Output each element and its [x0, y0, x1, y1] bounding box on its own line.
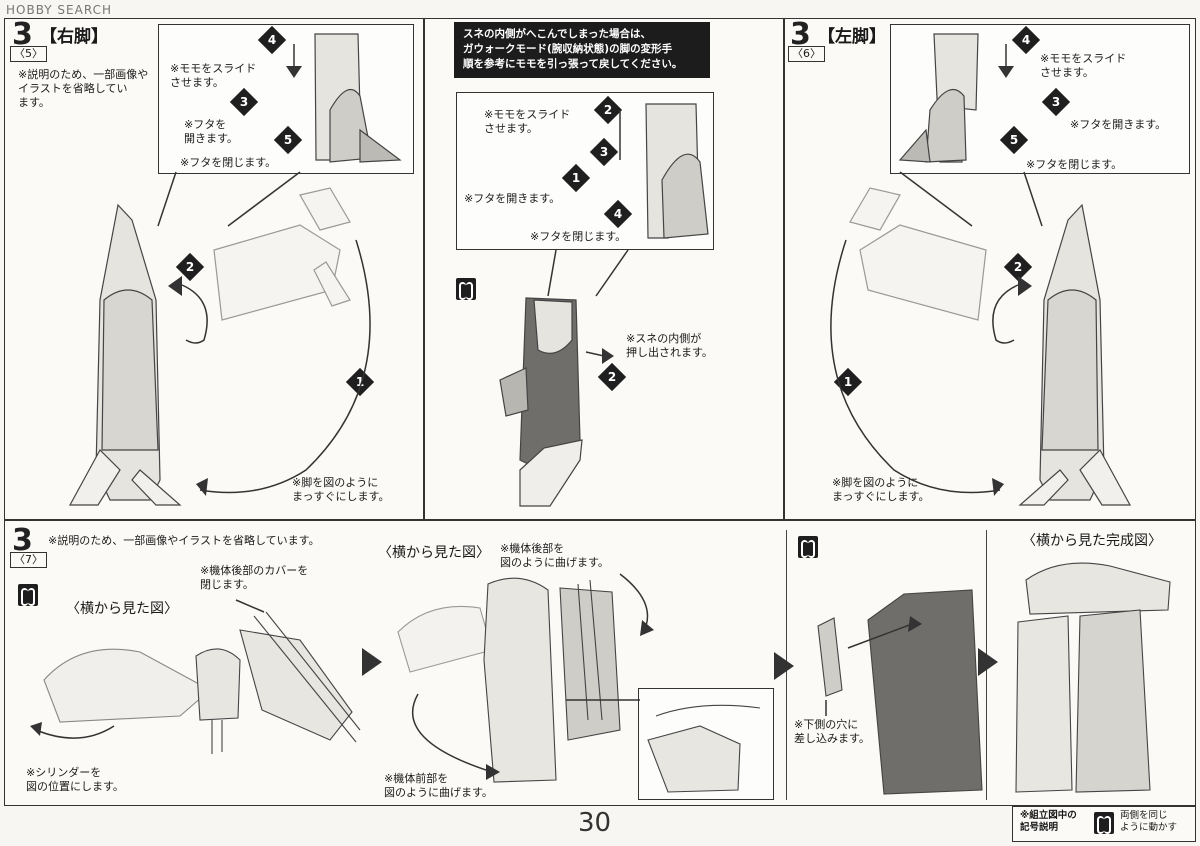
sub-step-number: 〈7〉 — [10, 552, 47, 568]
section-title: 【右脚】 — [40, 27, 108, 47]
completed-side-view-label: 〈横から見た完成図〉 — [1022, 533, 1162, 549]
step-number: 3 — [790, 17, 811, 52]
page-number: 30 — [578, 808, 612, 838]
note-close-lid: ※フタを閉じます。 — [180, 156, 277, 169]
note-close-lid: ※フタを閉じます。 — [530, 230, 627, 243]
note-cylinder: ※シリンダーを 図の位置にします。 — [26, 766, 124, 793]
next-step-arrow — [978, 648, 998, 676]
note-slide-thigh: ※モモをスライド させます。 — [484, 108, 571, 135]
note-open-lid: ※フタを開きます。 — [464, 192, 561, 205]
note-slide-thigh: ※モモをスライド させます。 — [1040, 52, 1127, 79]
note-slide-thigh: ※モモをスライド させます。 — [170, 62, 257, 89]
note-front-bend: ※機体前部を 図のように曲げます。 — [384, 772, 493, 799]
step-number: 3 — [12, 523, 33, 558]
next-step-arrow — [362, 648, 382, 676]
side-view-label-2: 〈横から見た図〉 — [378, 545, 490, 561]
header-logo: HOBBY SEARCH — [6, 3, 112, 17]
legend-symbol-desc: 両側を同じ ように動かす — [1120, 810, 1178, 833]
symmetric-move-icon — [1094, 812, 1114, 834]
leg-illustration-right — [68, 33, 402, 506]
note-insert-hole: ※下側の穴に 差し込みます。 — [794, 718, 870, 745]
note-rear-bend: ※機体後部を 図のように曲げます。 — [500, 542, 609, 569]
note-straighten: ※脚を図のように まっすぐにします。 — [292, 476, 390, 503]
side-view-label: 〈横から見た図〉 — [66, 601, 178, 617]
warning-note: スネの内側がへこんでしまった場合は、 ガウォークモード(腕収納状態)の脚の変形手… — [454, 22, 710, 78]
note-cover-close: ※機体後部のカバーを 閉じます。 — [200, 564, 309, 591]
note-close-lid: ※フタを閉じます。 — [1026, 158, 1123, 171]
symmetric-move-icon — [456, 278, 476, 300]
symmetric-move-icon — [798, 536, 818, 558]
leg-illustration-middle — [499, 103, 709, 507]
body-fold-illustration — [30, 562, 1171, 795]
section-title: 【左脚】 — [818, 27, 886, 47]
step-number: 3 — [12, 17, 33, 52]
next-step-arrow — [774, 652, 794, 680]
note-open-lid: ※フタを開きます。 — [1070, 118, 1167, 131]
symmetric-move-icon — [18, 584, 38, 606]
leg-illustration-left — [830, 33, 1132, 506]
omit-note: ※説明のため、一部画像やイラストを省略しています。 — [48, 534, 320, 547]
omit-note: ※説明のため、一部画像や イラストを省略してい ます。 — [18, 68, 149, 109]
sub-step-number: 〈6〉 — [788, 46, 825, 62]
note-open-lid: ※フタを 開きます。 — [184, 118, 238, 145]
note-straighten: ※脚を図のように まっすぐにします。 — [832, 476, 930, 503]
legend-label: ※組立図中の 記号説明 — [1020, 810, 1077, 833]
sub-step-number: 〈5〉 — [10, 46, 47, 62]
note-shin-push: ※スネの内側が 押し出されます。 — [626, 332, 713, 359]
